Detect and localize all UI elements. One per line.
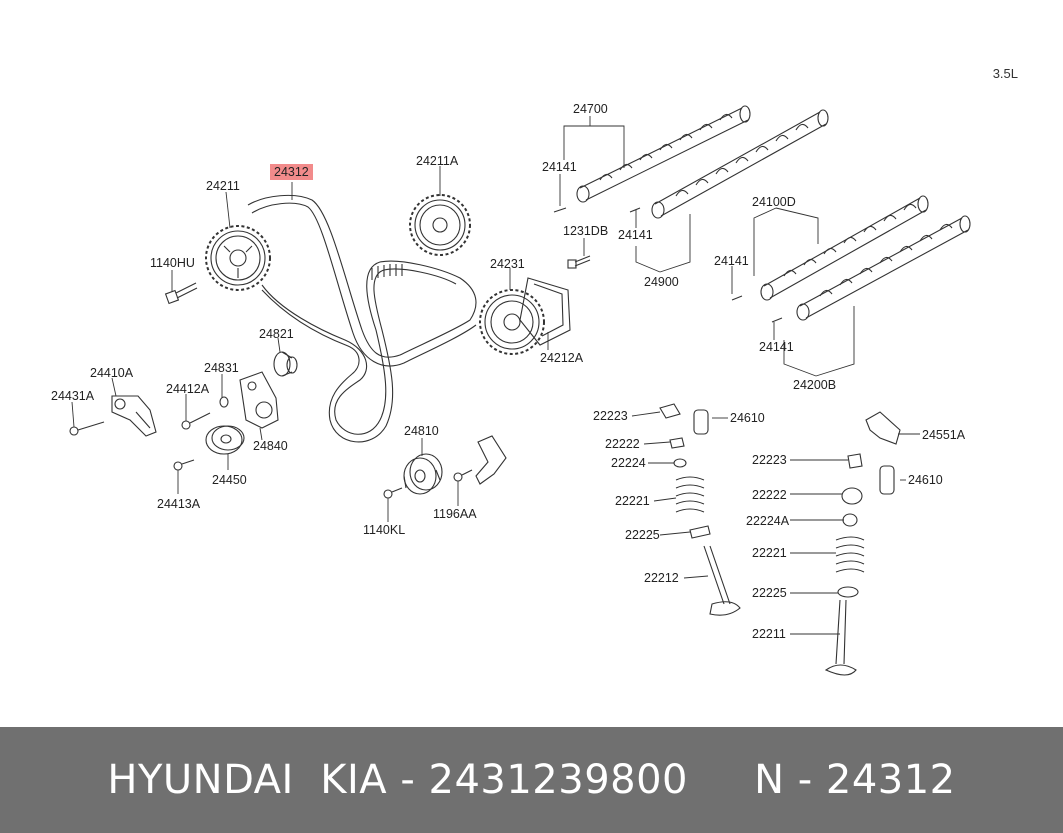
part-label-24412a[interactable]: 24412A (166, 382, 210, 396)
valve-train-intake (659, 403, 741, 616)
part-label-22212[interactable]: 22212 (644, 571, 679, 585)
part-label-24700[interactable]: 24700 (573, 102, 608, 116)
part-label-24141-b[interactable]: 24141 (618, 228, 653, 242)
bolt-1140kl (383, 487, 403, 499)
bolt-1196aa (453, 469, 473, 482)
bolt-1140hu (164, 282, 198, 305)
banner-spacer (688, 757, 754, 803)
crank-sprocket-24231 (479, 277, 571, 355)
camshaft-24700-pair (553, 105, 829, 219)
part-label-22225-a[interactable]: 22225 (625, 528, 660, 542)
leader-lines (71, 116, 920, 635)
part-label-24610-b[interactable]: 24610 (908, 473, 943, 487)
part-label-22223-b[interactable]: 22223 (752, 453, 787, 467)
part-label-24211[interactable]: 24211 (206, 179, 240, 193)
idler-24821 (273, 351, 298, 377)
part-label-22225-b[interactable]: 22225 (752, 586, 787, 600)
part-label-24231[interactable]: 24231 (490, 257, 525, 271)
part-label-22223-a[interactable]: 22223 (593, 409, 628, 423)
diagram-reference-number: N - 24312 (754, 757, 956, 803)
part-label-24610-a[interactable]: 24610 (730, 411, 765, 425)
part-label-24312-highlighted[interactable]: 24312 (270, 164, 313, 180)
part-label-1140kl[interactable]: 1140KL (363, 523, 406, 537)
camshaft-24100d-24200b (731, 195, 971, 323)
part-label-22221-a[interactable]: 22221 (615, 494, 650, 508)
part-label-24141-c[interactable]: 24141 (714, 254, 749, 268)
part-label-1231db[interactable]: 1231DB (563, 224, 609, 238)
cam-sprocket-24211a (409, 194, 471, 256)
part-label-1196aa[interactable]: 1196AA (433, 507, 477, 521)
valve-train-exhaust (824, 411, 901, 676)
part-label-1140hu[interactable]: 1140HU (150, 256, 195, 270)
bolt-24431a (69, 421, 105, 436)
cam-sprocket-24211 (205, 225, 271, 291)
part-label-24100d[interactable]: 24100D (752, 195, 796, 209)
exploded-view-drawing (69, 105, 971, 676)
part-label-24900[interactable]: 24900 (644, 275, 679, 289)
part-number-banner: HYUNDAI KIA - 2431239800 N - 24312 (0, 727, 1063, 833)
part-label-24840[interactable]: 24840 (253, 439, 288, 453)
part-label-24831[interactable]: 24831 (204, 361, 239, 375)
part-label-24141-d[interactable]: 24141 (759, 340, 794, 354)
part-label-24212a[interactable]: 24212A (540, 351, 584, 365)
part-label-24821[interactable]: 24821 (259, 327, 294, 341)
bolt-24413a (173, 459, 195, 471)
part-label-24211a[interactable]: 24211A (416, 154, 459, 168)
washer-24831 (219, 396, 229, 408)
part-label-24141-a[interactable]: 24141 (542, 160, 577, 174)
part-label-22222-b[interactable]: 22222 (752, 488, 787, 502)
part-label-24551a[interactable]: 24551A (922, 428, 966, 442)
parts-diagram (69, 105, 971, 676)
part-label-22224a[interactable]: 22224A (746, 514, 790, 528)
tensioner-arm-24840 (239, 371, 279, 429)
engine-displacement-label: 3.5L (992, 66, 1018, 81)
bracket-1196aa (475, 435, 507, 485)
part-label-24410a[interactable]: 24410A (90, 366, 134, 380)
part-label-24200b[interactable]: 24200B (793, 378, 837, 392)
part-label-24413a[interactable]: 24413A (157, 497, 201, 511)
part-label-24450[interactable]: 24450 (212, 473, 247, 487)
part-label-24431a[interactable]: 24431A (51, 389, 95, 403)
timing-belt (247, 194, 477, 443)
brand-part-number: HYUNDAI KIA - 2431239800 (107, 757, 689, 803)
tensioner-pulley-24450 (205, 425, 245, 455)
part-label-22221-b[interactable]: 22221 (752, 546, 787, 560)
bolt-1231db (567, 255, 591, 269)
part-label-22224[interactable]: 22224 (611, 456, 646, 470)
part-label-24810[interactable]: 24810 (404, 424, 439, 438)
part-label-22211[interactable]: 22211 (752, 627, 786, 641)
part-label-22222-a[interactable]: 22222 (605, 437, 640, 451)
auto-tensioner-24410a (111, 395, 157, 437)
idler-pulley-24810 (403, 453, 443, 495)
